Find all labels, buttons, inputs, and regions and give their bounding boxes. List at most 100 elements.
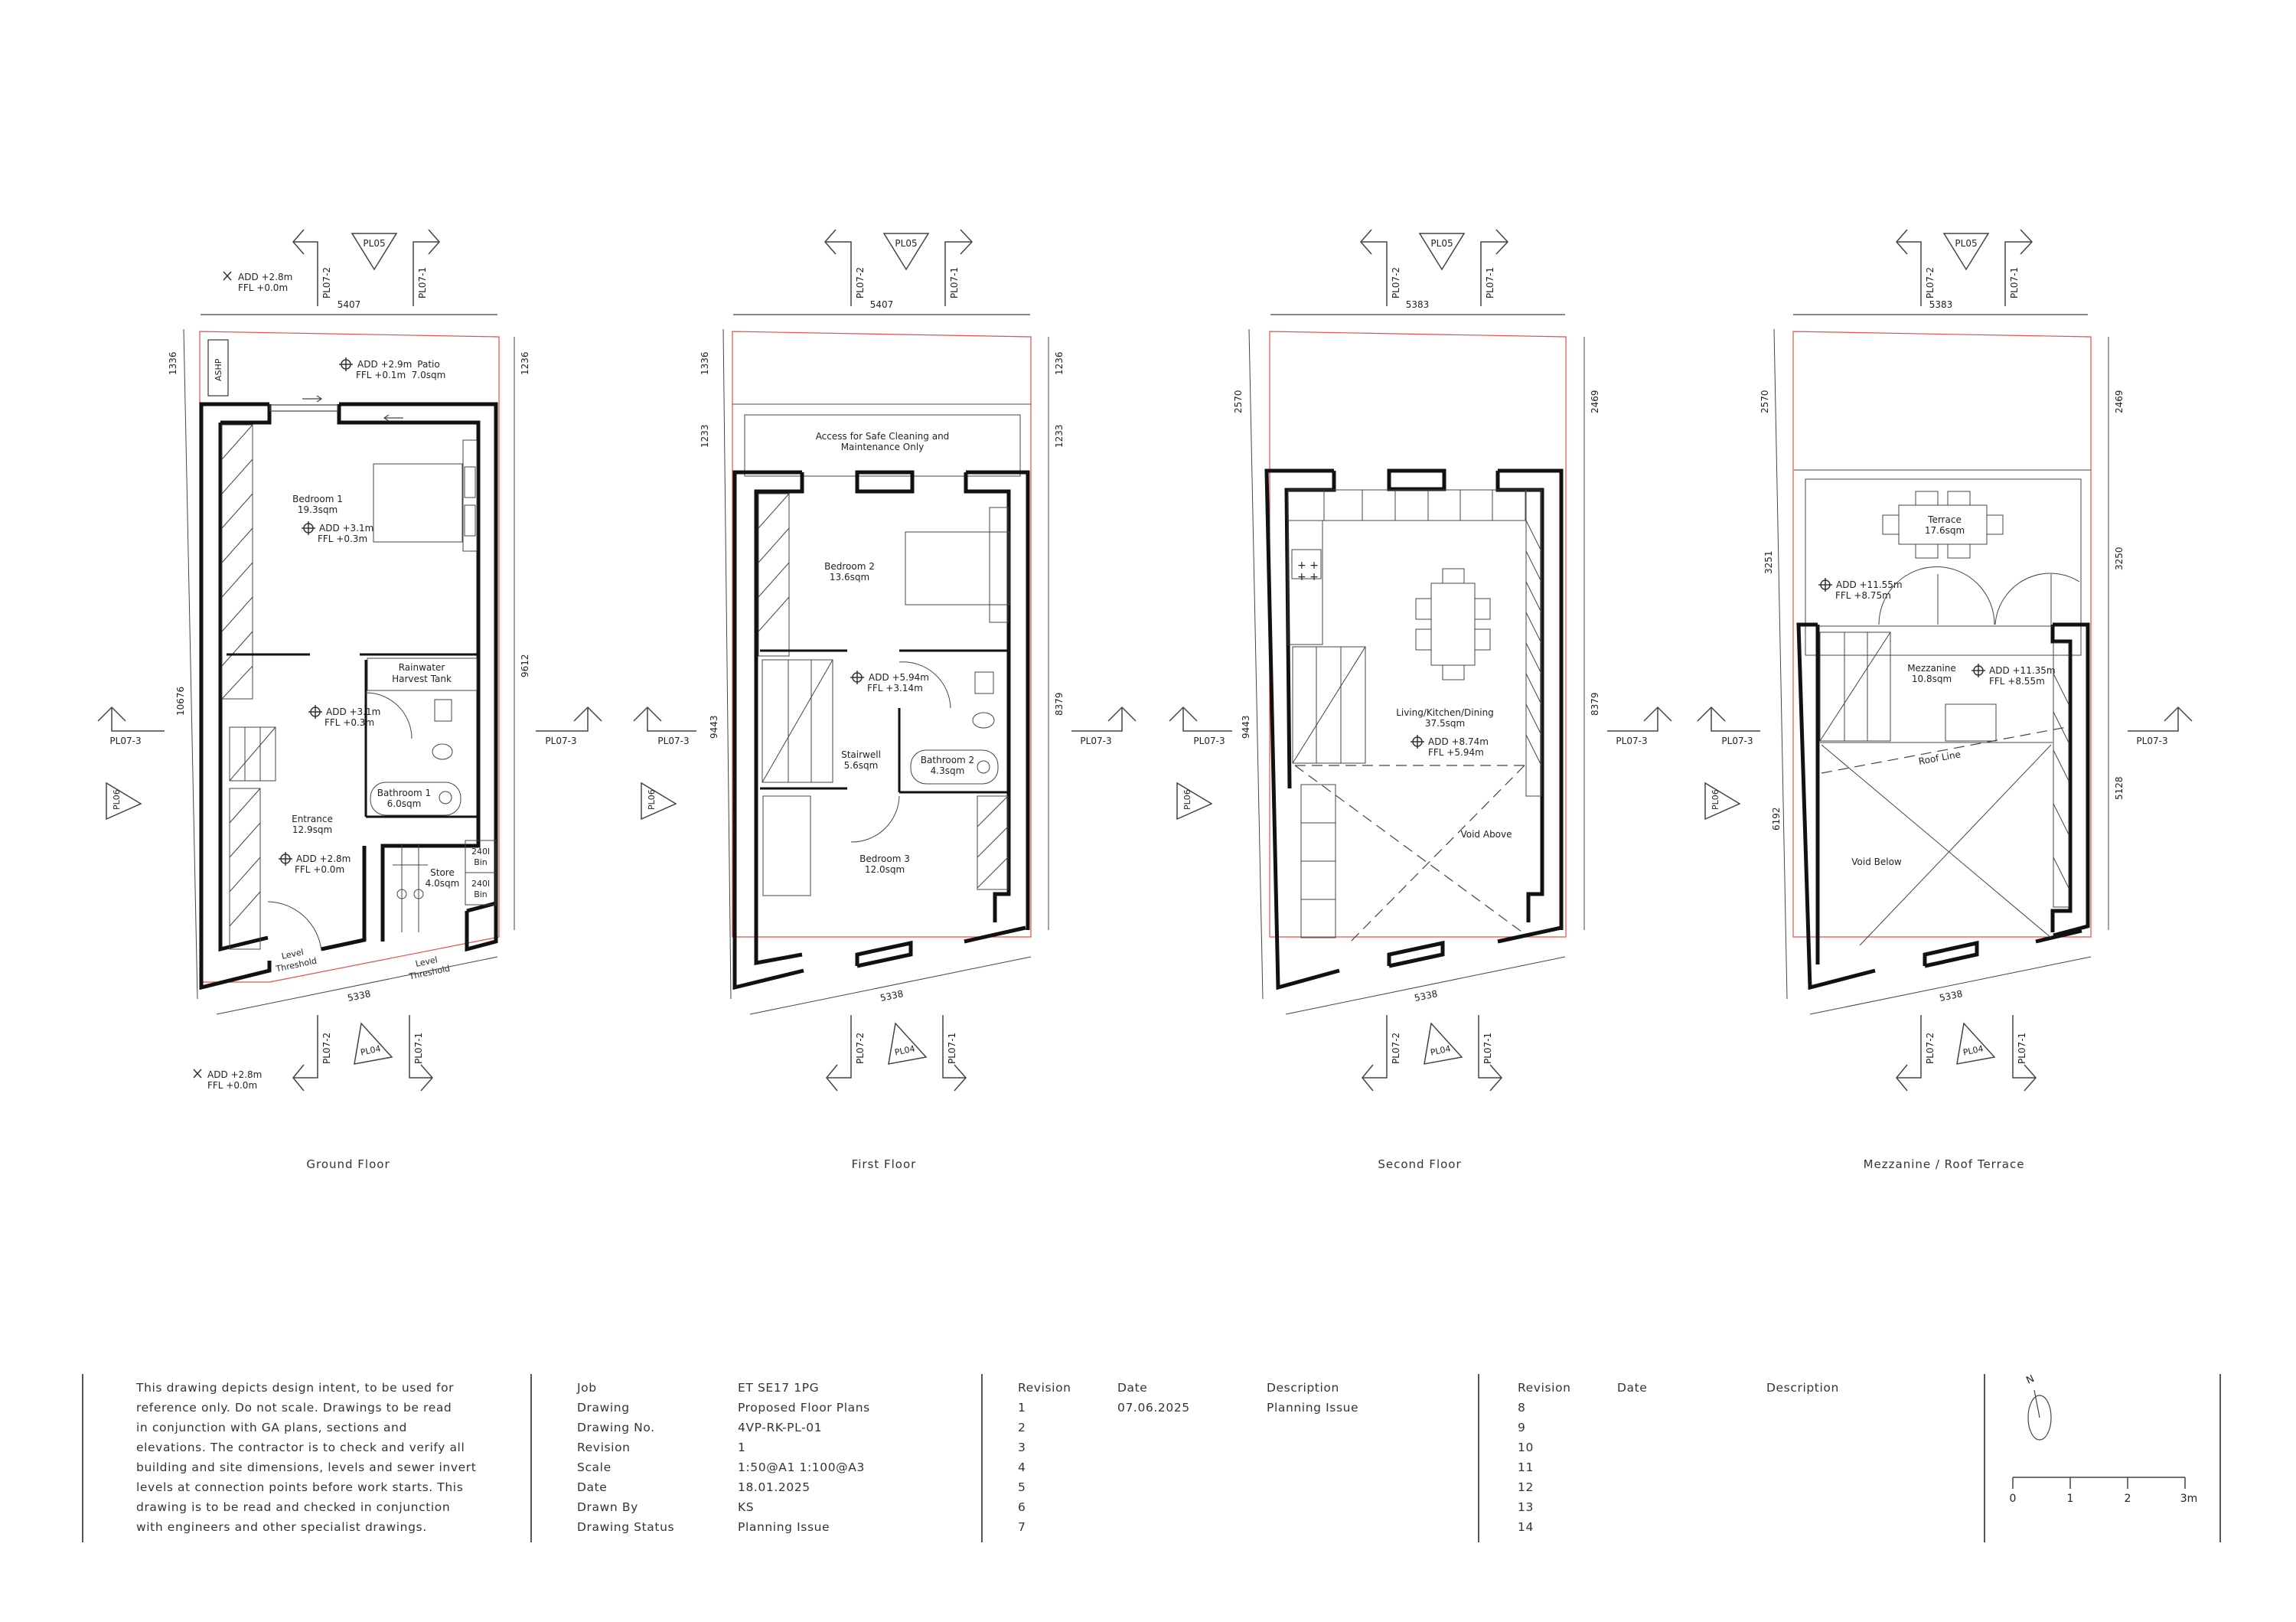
revision-row: 3 (1018, 1441, 1026, 1454)
section-label: PL07-1 (417, 267, 428, 299)
svg-text:19.3sqm: 19.3sqm (298, 504, 338, 515)
svg-text:5.6sqm: 5.6sqm (844, 760, 879, 771)
svg-text:4.0sqm: 4.0sqm (426, 878, 460, 889)
revision-row: 4 (1018, 1460, 1026, 1474)
svg-text:Rainwater: Rainwater (399, 662, 445, 673)
svg-text:Bathroom 2: Bathroom 2 (921, 755, 974, 765)
svg-text:PL07-2: PL07-2 (855, 1033, 866, 1064)
svg-text:Living/Kitchen/Dining: Living/Kitchen/Dining (1396, 707, 1494, 718)
svg-text:1: 1 (2067, 1493, 2074, 1505)
svg-text:PL06: PL06 (1182, 789, 1192, 810)
revision-row: 13 (1518, 1500, 1534, 1514)
scale-bar-icon (2012, 1477, 2186, 1489)
svg-text:5338: 5338 (1939, 988, 1964, 1004)
svg-text:3251: 3251 (1763, 550, 1774, 574)
revision-row: 10 (1518, 1441, 1534, 1454)
revision-row: 12 (1518, 1480, 1534, 1494)
svg-text:1336: 1336 (168, 351, 178, 375)
caption-ground-floor: Ground Floor (306, 1157, 390, 1171)
svg-text:FFL +0.3m: FFL +0.3m (325, 717, 374, 728)
svg-text:240l: 240l (471, 879, 490, 889)
svg-text:PL07-1: PL07-1 (1482, 1033, 1493, 1064)
revision-row: 5 (1018, 1480, 1026, 1494)
svg-text:ADD +2.8m: ADD +2.8m (238, 272, 292, 282)
svg-text:8379: 8379 (1590, 692, 1600, 716)
svg-text:PL07-1: PL07-1 (2009, 267, 2020, 299)
title-block-divider (530, 1374, 532, 1542)
svg-text:FFL +0.0m: FFL +0.0m (295, 864, 344, 875)
svg-text:ADD +8.74m: ADD +8.74m (1428, 736, 1489, 747)
svg-text:FFL +5.94m: FFL +5.94m (1428, 747, 1484, 758)
svg-text:PL07-3: PL07-3 (2136, 736, 2167, 746)
svg-text:PL07-3: PL07-3 (545, 736, 576, 746)
svg-text:6.0sqm: 6.0sqm (387, 798, 422, 809)
svg-text:2469: 2469 (1590, 390, 1600, 413)
north-and-scale: N 0 1 2 3m (2010, 1373, 2198, 1505)
room-label: Bedroom 1 (292, 494, 343, 504)
title-block-divider (1478, 1374, 1479, 1542)
title-block-divider (82, 1374, 83, 1542)
elevation-label: PL05 (363, 238, 385, 249)
title-block-divider (981, 1374, 983, 1542)
svg-text:FFL +0.1m: FFL +0.1m (356, 370, 406, 380)
svg-text:Bedroom 2: Bedroom 2 (824, 561, 875, 572)
svg-text:PL07-1: PL07-1 (413, 1033, 424, 1064)
svg-text:Mezzanine: Mezzanine (1907, 663, 1956, 674)
north-arrow-icon: N (2024, 1373, 2052, 1441)
bicycle-icon (393, 844, 428, 932)
svg-text:Entrance: Entrance (292, 814, 333, 824)
svg-text:5338: 5338 (1414, 988, 1439, 1004)
svg-text:Void Below: Void Below (1851, 857, 1902, 867)
svg-text:17.6sqm: 17.6sqm (1925, 525, 1965, 536)
ground-floor-plan: PL07-2 PL05 PL07-1 ADD +2.8m FFL +0.0m 5… (97, 229, 602, 1092)
svg-text:PL07-2: PL07-2 (1925, 1033, 1936, 1064)
svg-text:PL07-1: PL07-1 (1485, 267, 1495, 299)
revision-row: 2 (1018, 1421, 1026, 1434)
svg-text:PL07-3: PL07-3 (1616, 736, 1647, 746)
svg-text:ADD +5.94m: ADD +5.94m (869, 672, 929, 683)
disclaimer-notes: This drawing depicts design intent, to b… (136, 1381, 477, 1534)
svg-text:5383: 5383 (1929, 299, 1953, 310)
svg-text:Harvest Tank: Harvest Tank (392, 674, 452, 684)
svg-text:12.9sqm: 12.9sqm (292, 824, 332, 835)
svg-text:PL07-3: PL07-3 (1080, 736, 1111, 746)
revision-row: 6 (1018, 1500, 1026, 1514)
dimension-label: 5407 (338, 299, 361, 310)
svg-text:ADD +11.35m: ADD +11.35m (1989, 665, 2056, 676)
svg-text:ADD +3.1m: ADD +3.1m (326, 707, 380, 717)
info-row: Drawing No.4VP-RK-PL-01 (577, 1421, 823, 1434)
svg-text:PL07-2: PL07-2 (1925, 267, 1936, 299)
svg-text:240l: 240l (471, 847, 490, 857)
svg-text:PL07-2: PL07-2 (1391, 1033, 1401, 1064)
svg-text:PL05: PL05 (1430, 238, 1453, 249)
svg-text:+ +: + + (1297, 571, 1319, 583)
svg-text:ADD +2.8m: ADD +2.8m (207, 1069, 262, 1080)
svg-text:PL05: PL05 (895, 238, 917, 249)
svg-text:FFL +0.3m: FFL +0.3m (318, 534, 367, 544)
svg-text:3m: 3m (2180, 1493, 2198, 1505)
svg-text:Stairwell: Stairwell (841, 749, 881, 760)
caption-first-floor: First Floor (851, 1157, 917, 1171)
svg-text:1233: 1233 (1054, 424, 1065, 448)
svg-text:5338: 5338 (879, 988, 905, 1004)
ashp-unit (207, 339, 229, 397)
svg-text:Roof Line: Roof Line (1918, 749, 1962, 766)
svg-text:ADD +11.55m: ADD +11.55m (1836, 579, 1903, 590)
svg-text:37.5sqm: 37.5sqm (1425, 718, 1465, 729)
svg-text:Level: Level (281, 947, 305, 961)
svg-text:Maintenance Only: Maintenance Only (841, 442, 925, 452)
svg-text:+ +: + + (1297, 560, 1319, 572)
svg-text:5338: 5338 (347, 988, 372, 1004)
svg-text:PL07-3: PL07-3 (1193, 736, 1225, 746)
svg-text:PL04: PL04 (894, 1043, 916, 1057)
svg-text:PL06: PL06 (647, 789, 657, 810)
svg-text:9612: 9612 (520, 654, 530, 677)
caption-mezzanine-roof-terrace: Mezzanine / Roof Terrace (1863, 1157, 2025, 1171)
svg-text:PL07-3: PL07-3 (657, 736, 689, 746)
